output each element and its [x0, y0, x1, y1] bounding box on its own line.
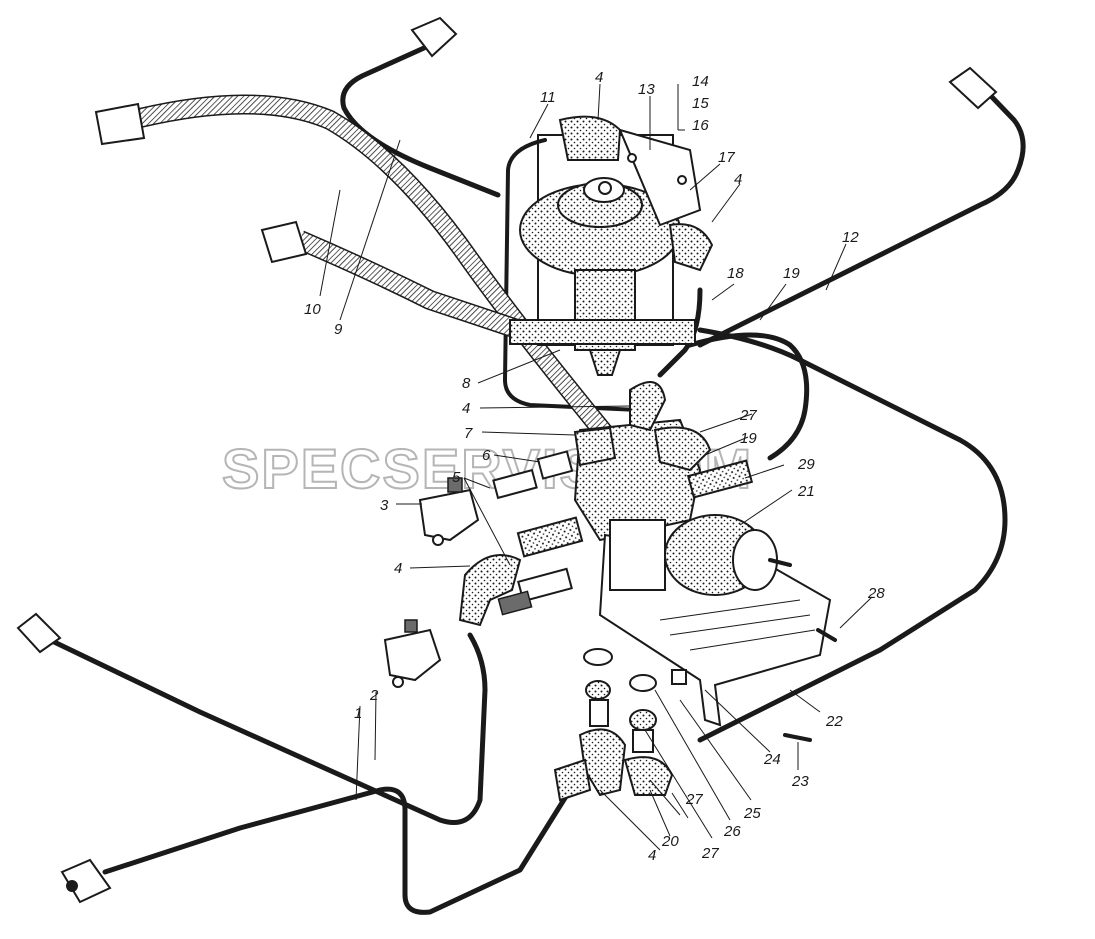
label-10: 10: [304, 301, 321, 318]
tube-18: [687, 332, 810, 461]
label-29: 29: [797, 456, 815, 473]
bolt-22: [783, 733, 812, 742]
tube-11-right: [697, 66, 1026, 348]
tube-nut-left: [16, 612, 62, 654]
label-15: 16: [692, 117, 709, 134]
valve-block: [492, 381, 754, 616]
tube-1: [60, 786, 573, 915]
label-20: 21: [797, 483, 815, 500]
label-1: 1: [354, 705, 362, 722]
tube-nut-top-right: [948, 66, 998, 110]
label-28: 28: [867, 585, 885, 602]
elbow-4-right: [668, 223, 714, 272]
label-4-center: 4: [462, 400, 470, 417]
hose-10-lower: [260, 220, 524, 340]
label-21: 22: [825, 713, 843, 730]
tube-loop-right: [697, 327, 1008, 743]
callout-labels: 11 4 13 14 15 16 17 4 12 18 19 10 9 8 4 …: [304, 69, 885, 864]
fitting-7: [573, 426, 617, 467]
tube-top-left: [340, 16, 501, 198]
label-4-lower: 4: [394, 560, 402, 577]
label-4-top: 4: [595, 69, 603, 86]
label-19-upper: 19: [740, 430, 757, 447]
elbow-4-top: [558, 115, 622, 161]
pressure-regulator: [509, 115, 714, 376]
label-25: 26: [723, 823, 741, 840]
hose-fitting-lower-left: [260, 220, 308, 264]
brake-chamber-20: [609, 514, 792, 596]
bolt-28: [816, 628, 837, 642]
fitting-27: [653, 426, 712, 472]
tee-19: [623, 756, 674, 796]
elbow-4-center: [629, 381, 667, 432]
label-5: 5: [452, 469, 461, 486]
label-17: 18: [727, 265, 744, 282]
label-16: 17: [718, 149, 735, 166]
label-4-right: 4: [734, 171, 742, 188]
label-19-lower: 20: [661, 833, 679, 850]
label-3: 3: [380, 497, 389, 514]
hose-fitting-upper-left: [94, 102, 146, 146]
tube-11-left: [503, 138, 642, 412]
tube-2: [16, 612, 488, 825]
label-11-top: 11: [540, 89, 556, 106]
label-23: 24: [763, 751, 781, 768]
label-12: 13: [638, 81, 655, 98]
leader-lines: [319, 83, 873, 851]
label-24: 25: [743, 805, 761, 822]
bracket-12: [618, 128, 702, 227]
label-14: 15: [692, 95, 709, 112]
label-7: 7: [464, 425, 473, 442]
tube-nut-top-left: [410, 16, 458, 58]
label-11-right: 12: [842, 229, 859, 246]
label-4-bottom: 4: [648, 847, 656, 864]
label-8: 8: [462, 375, 471, 392]
label-26: 27: [701, 845, 719, 862]
elbow-4-lower: [458, 554, 522, 627]
label-22: 23: [791, 773, 809, 790]
valve-3: [418, 477, 480, 546]
nipple-5: [492, 468, 538, 500]
valve-3-spare: [383, 619, 442, 688]
label-9: 9: [334, 321, 343, 338]
elbow-4-bottom: [578, 728, 627, 797]
label-27-lower: 27: [685, 791, 703, 808]
nipple-6: [536, 450, 574, 480]
label-6: 6: [482, 447, 491, 464]
label-27-upper: 27: [739, 407, 757, 424]
exploded-fittings: [553, 628, 837, 802]
fitting-29: [686, 459, 754, 499]
label-18: 19: [783, 265, 800, 282]
label-2: 2: [369, 687, 379, 704]
label-13: 14: [692, 73, 709, 90]
